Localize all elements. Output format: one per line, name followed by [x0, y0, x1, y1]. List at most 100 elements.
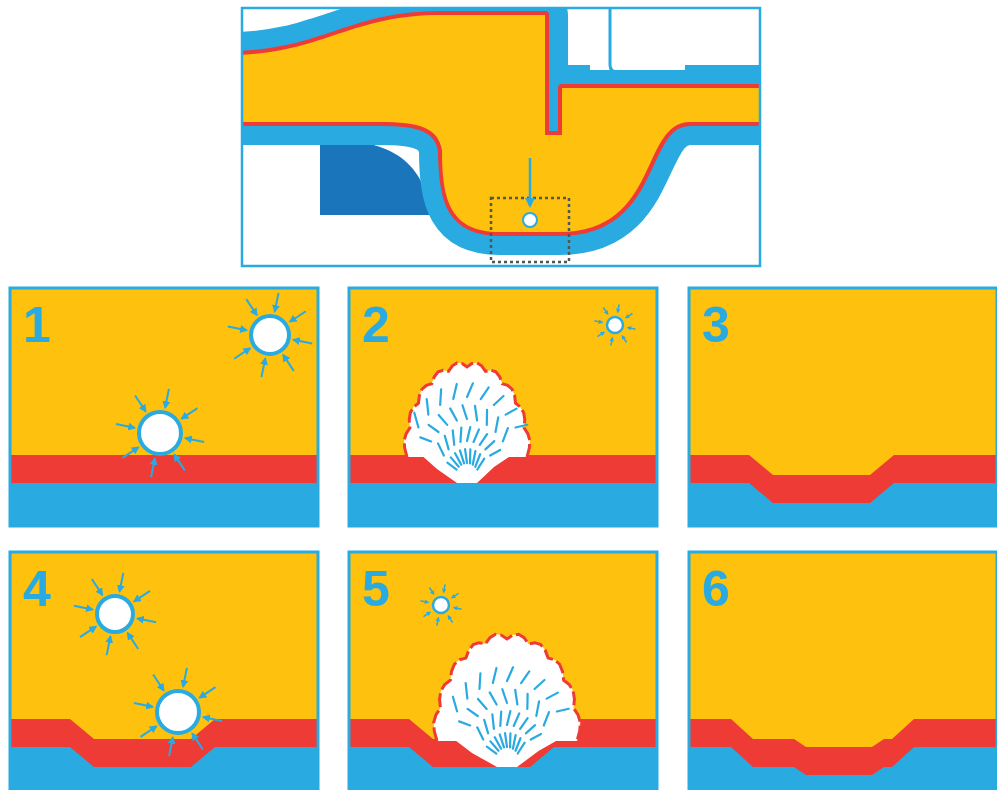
- jet-fragment: [544, 712, 549, 725]
- pressure-arrow: [290, 311, 306, 321]
- jet-fragment: [466, 683, 468, 699]
- protective-layer: [689, 455, 997, 526]
- pressure-arrow: [429, 587, 433, 594]
- protective-layer: [689, 719, 997, 790]
- pressure-arrow: [603, 307, 607, 314]
- jet-fragment: [468, 709, 478, 716]
- jet-fragment: [474, 429, 479, 442]
- pressure-arrow: [153, 674, 163, 690]
- pressure-arrow: [448, 616, 452, 623]
- callout-number: 3: [702, 300, 730, 350]
- jet-fragment: [480, 434, 487, 445]
- pressure-arrow: [151, 458, 155, 477]
- jet-fragment: [515, 690, 517, 705]
- panel-frame: [10, 288, 318, 526]
- vapour-bubble: [433, 597, 449, 613]
- jet-fragment: [507, 711, 510, 725]
- pressure-arrow: [261, 359, 265, 378]
- jet-fragment: [502, 689, 507, 703]
- jet-fragment: [477, 727, 483, 739]
- jet-fragment: [490, 450, 500, 455]
- bubble-edge: [434, 634, 581, 741]
- protective-layer: [349, 455, 657, 526]
- jet-fragment: [490, 692, 497, 704]
- jet-fragment: [486, 410, 488, 425]
- jet-fragment: [459, 721, 470, 725]
- jet-fragment: [531, 734, 541, 739]
- collapsing-bubble: [434, 634, 581, 741]
- jet-fragment: [500, 734, 504, 747]
- jet-fragment: [507, 667, 513, 681]
- pressure-arrow: [452, 593, 459, 597]
- jet-fragment: [516, 425, 528, 428]
- jet-fragment: [535, 680, 545, 689]
- jet-fragment: [478, 699, 487, 709]
- vapour-bubble: [251, 316, 289, 354]
- pressure-arrow: [275, 293, 279, 312]
- jet-fragment: [499, 712, 502, 726]
- callout-number: 5: [362, 564, 390, 614]
- jet-fragment: [477, 459, 484, 470]
- jet-fragment: [439, 415, 448, 425]
- jet-fragment: [509, 733, 512, 747]
- pressure-arrow: [420, 601, 428, 603]
- metal-wall: [10, 747, 318, 790]
- pressure-arrow: [628, 328, 636, 330]
- stage-panel: [10, 288, 318, 526]
- metal-wall: [10, 483, 318, 526]
- jet-fragment: [547, 693, 558, 699]
- panel-frame: [689, 288, 997, 526]
- jet-fragment: [514, 713, 520, 726]
- jet-fragment: [492, 714, 494, 728]
- pressure-arrow: [200, 687, 216, 697]
- jet-fragment: [526, 694, 528, 709]
- jet-fragment: [453, 697, 457, 712]
- pressure-arrow: [454, 608, 462, 610]
- pressure-arrow: [74, 606, 93, 610]
- jet-fragment: [467, 383, 473, 397]
- protective-layer: [10, 455, 318, 526]
- pressure-arrow: [192, 734, 202, 750]
- jet-fragment: [478, 673, 481, 689]
- pressure-arrow: [203, 717, 222, 721]
- pressure-arrow: [138, 619, 157, 623]
- pressure-arrow: [116, 424, 135, 428]
- callout-number: 4: [23, 564, 51, 614]
- pressure-arrow: [437, 618, 439, 626]
- pressure-arrow: [120, 573, 124, 592]
- pressure-arrow: [611, 338, 613, 346]
- pressure-arrow: [246, 299, 256, 315]
- callout-number: 6: [702, 564, 730, 614]
- pressure-arrow: [134, 591, 150, 601]
- pressure-arrow: [92, 579, 102, 595]
- pressure-arrow: [185, 438, 204, 442]
- pressure-arrow: [228, 326, 247, 330]
- pressure-arrow: [140, 726, 156, 736]
- pressure-arrow: [594, 321, 602, 323]
- pressure-arrow: [618, 304, 620, 312]
- pressure-arrow: [597, 332, 604, 336]
- panel-frame: [10, 552, 318, 790]
- pressure-arrow: [174, 455, 184, 471]
- stage-panel: [689, 288, 997, 526]
- bubble-edge: [404, 363, 530, 457]
- jet-fragment: [518, 743, 525, 754]
- pressure-arrow: [135, 395, 145, 411]
- jet-fragment: [438, 443, 444, 455]
- jet-fragment: [459, 428, 462, 442]
- stage-panel: [349, 552, 657, 790]
- jet-fragment: [485, 441, 494, 449]
- jet-fragment: [520, 718, 528, 729]
- callout-number: 1: [23, 300, 51, 350]
- pressure-arrow: [165, 389, 169, 408]
- panel-frame: [349, 552, 657, 790]
- vapour-bubble: [97, 596, 133, 632]
- jet-fragment: [506, 409, 517, 415]
- jet-fragment: [467, 427, 470, 441]
- jet-fragment: [496, 417, 499, 432]
- jet-fragment: [475, 406, 477, 421]
- stage-panel: [10, 552, 318, 790]
- jet-fragment: [557, 709, 569, 712]
